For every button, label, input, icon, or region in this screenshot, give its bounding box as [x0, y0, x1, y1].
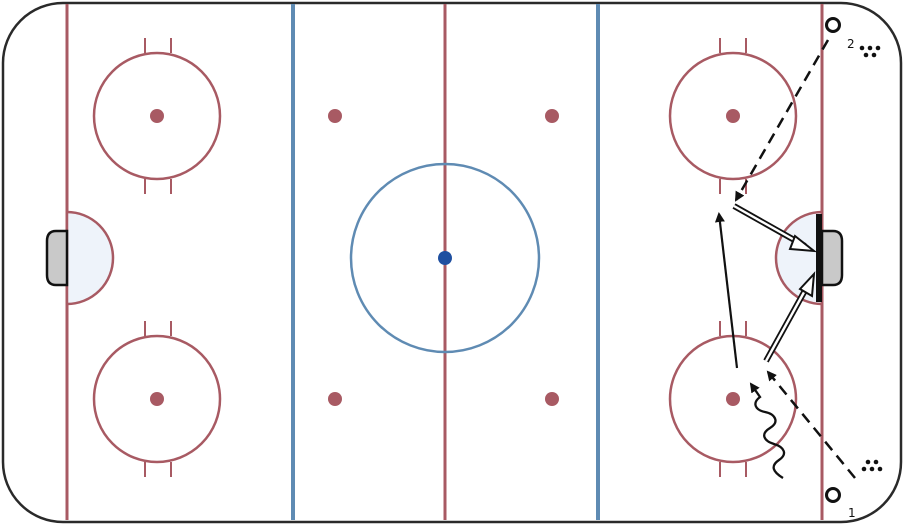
shot-arrow-bottom [763, 271, 816, 363]
goal-crease-left [65, 210, 115, 306]
pass-arrow [714, 212, 739, 369]
player-1: 1 [825, 487, 856, 520]
faceoff-dot [726, 392, 740, 406]
faceoff-circle-top-left [92, 38, 222, 194]
center-faceoff-dot [438, 251, 452, 265]
neutral-dot-bottom-left [328, 392, 342, 406]
player-circle-icon [825, 17, 841, 33]
puck-pile-icon [861, 459, 883, 472]
faceoff-dot [150, 392, 164, 406]
stickhandle-path [749, 382, 786, 479]
faceoff-circle-bottom-left [92, 321, 222, 477]
neutral-dot-top-left [328, 109, 342, 123]
shot-arrow-top [732, 203, 818, 253]
player-circle-icon [825, 487, 841, 503]
goal-net-left [45, 229, 69, 287]
center-circle [349, 162, 541, 354]
neutral-dot-bottom-right [545, 392, 559, 406]
faceoff-circle-top-right [668, 38, 798, 194]
skate-path-player-1 [766, 370, 856, 479]
puck-pile-icon [859, 45, 881, 58]
faceoff-dot [150, 109, 164, 123]
faceoff-dot [726, 109, 740, 123]
player-1-number: 1 [848, 506, 856, 520]
goal-net-right [820, 229, 844, 287]
neutral-dot-top-right [545, 109, 559, 123]
player-2-number: 2 [847, 37, 855, 51]
skate-path-player-2 [734, 39, 830, 202]
player-2: 2 [825, 17, 855, 51]
